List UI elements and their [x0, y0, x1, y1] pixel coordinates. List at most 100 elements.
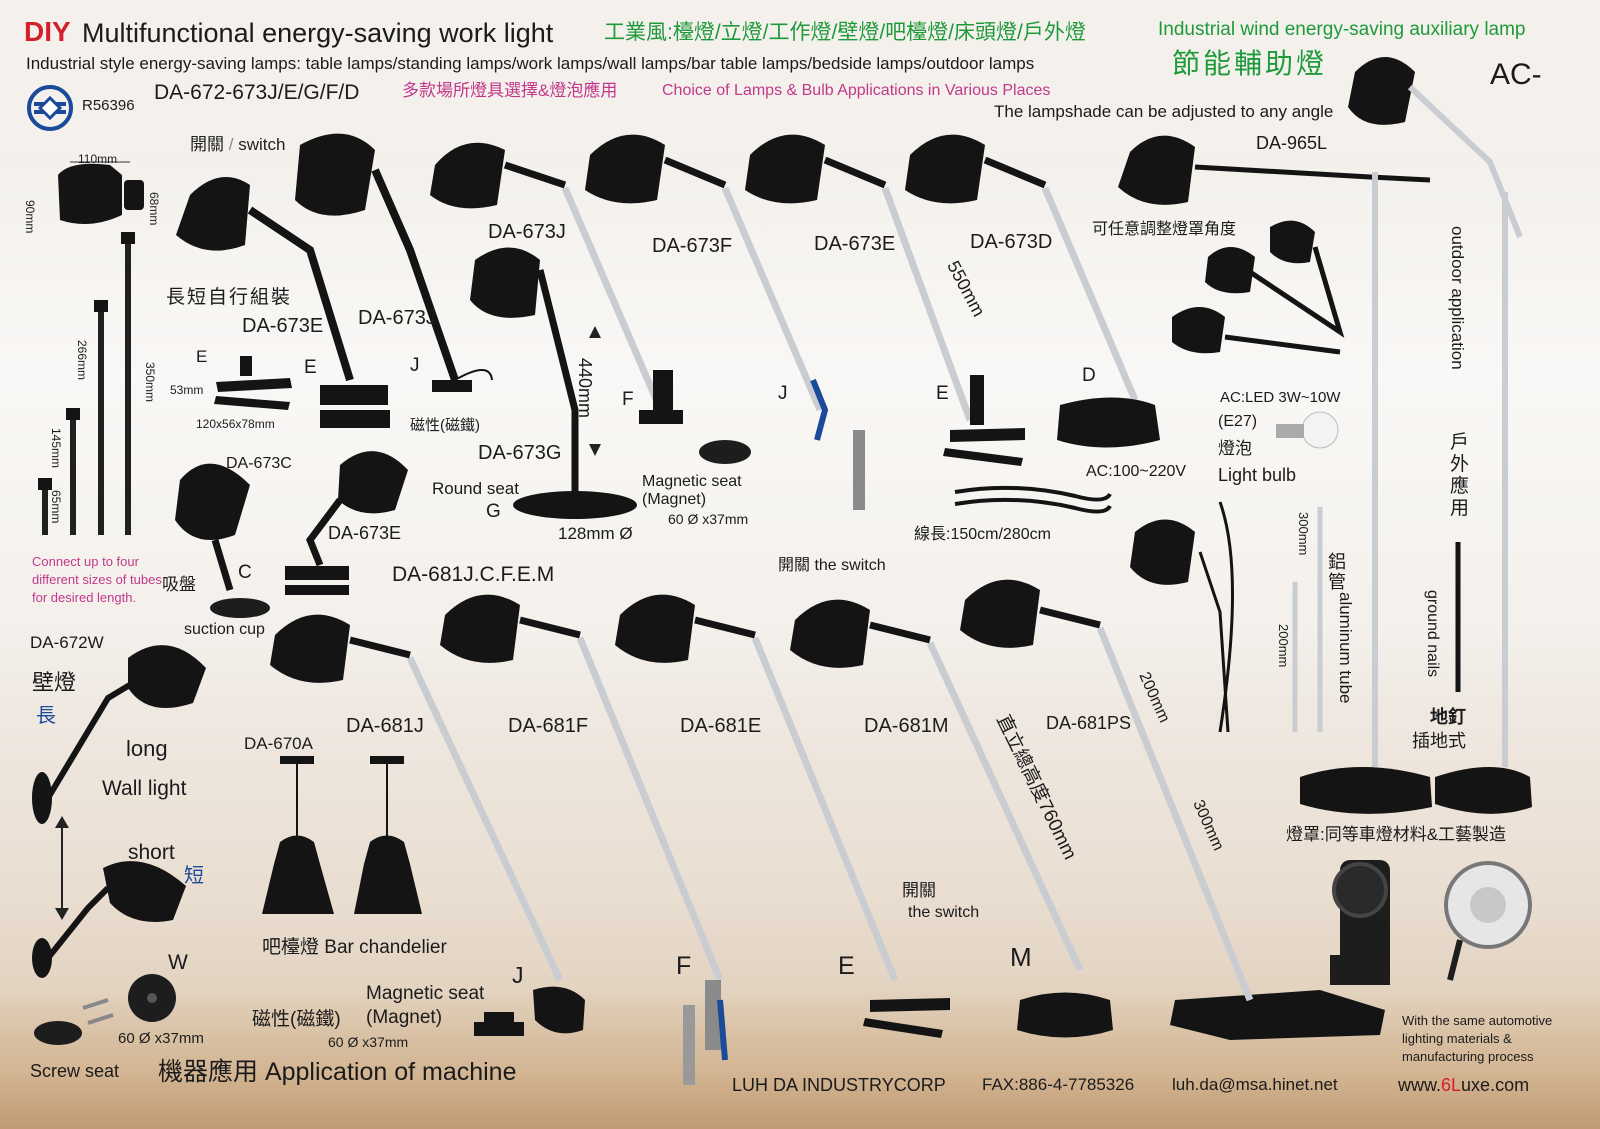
- switch-label-mid: 開關 the switch: [778, 557, 886, 574]
- dim-300-tube: 300mm: [1296, 512, 1311, 556]
- outdoor-en: outdoor application: [1448, 226, 1467, 370]
- da672-tube-set-icon: [38, 161, 144, 535]
- outdoor-cn: 戶外應用: [1450, 432, 1470, 519]
- da673e-label-c: DA-673E: [814, 233, 896, 255]
- series-code: AC-: [1490, 58, 1542, 91]
- dim-90: 90mm: [23, 200, 37, 234]
- da673e-da673j-desk-lamps: [176, 133, 493, 428]
- dim-68: 68mm: [147, 192, 161, 226]
- bar-chandelier-icon: [262, 756, 422, 914]
- wall-cn: 壁燈: [32, 670, 77, 695]
- da681e-label: DA-681E: [680, 715, 762, 737]
- page-title: Multifunctional energy-saving work light: [82, 18, 554, 48]
- f-letter-top: F: [622, 389, 634, 410]
- j-letter-bottom: J: [512, 962, 524, 988]
- e-letter-bottom: E: [838, 952, 855, 980]
- long-cn: 長: [36, 705, 56, 727]
- da681-pole-lamps: [270, 579, 1254, 1085]
- clamp-dim: 120x56x78mm: [196, 417, 275, 431]
- da673d-label: DA-673D: [970, 231, 1053, 253]
- magnetic-seat-bottom: Magnetic seat: [366, 983, 485, 1004]
- da673c-da673e-lamps: [175, 451, 408, 618]
- certification-mark-icon: [27, 85, 73, 131]
- alu-en: aluminum tube: [1336, 592, 1355, 704]
- email-address: luh.da@msa.hinet.net: [1172, 1075, 1338, 1094]
- screw-dim: 60 Ø x37mm: [118, 1030, 204, 1047]
- website: www.6Luxe.com: [1398, 1076, 1529, 1094]
- magnet-en-bottom: (Magnet): [366, 1007, 443, 1028]
- f-letter-bottom: F: [676, 952, 692, 980]
- switch-label-top: 開關 / switch: [190, 136, 285, 153]
- da670a-label: DA-670A: [244, 734, 313, 753]
- ground-nails-en: ground nails: [1424, 590, 1441, 678]
- choice-en: Choice of Lamps & Bulb Applications in V…: [662, 82, 1051, 99]
- switch-en-bottom: the switch: [908, 904, 980, 921]
- diy-label: DIY: [24, 16, 71, 47]
- suction-cn: 吸盤: [162, 575, 196, 594]
- magnetic-seat-top: Magnetic seat: [642, 473, 742, 490]
- cert-number: R56396: [82, 97, 135, 114]
- aux-title-en: Industrial wind energy-saving auxiliary …: [1158, 19, 1526, 40]
- da673-pole-lamps: [430, 134, 1160, 519]
- da672w-label: DA-672W: [30, 633, 104, 652]
- da673c-label: DA-673C: [226, 455, 292, 472]
- model-range: DA-672-673J/E/G/F/D: [154, 81, 360, 104]
- dim-145: 145mm: [49, 428, 63, 469]
- dim-266: 266mm: [75, 340, 89, 381]
- switch-en: switch: [238, 135, 286, 154]
- dim-65: 65mm: [49, 490, 63, 524]
- magnet-cn-top: 磁性(磁鐵): [410, 417, 480, 434]
- w-letter: W: [168, 951, 188, 974]
- j-letter-b: J: [778, 383, 788, 404]
- short-en: short: [128, 841, 175, 864]
- magnet-cn-bottom: 磁性(磁鐵): [252, 1009, 341, 1030]
- j-letter-a: J: [410, 355, 420, 376]
- da965l-floor-lamps: [1118, 57, 1532, 814]
- switch-cn-bottom: 開關: [902, 881, 936, 900]
- e-letter-b: E: [304, 357, 317, 378]
- wall-lamp-icons: [32, 645, 206, 1045]
- power-cord-icon: [954, 485, 1112, 514]
- screw-seat: Screw seat: [30, 1061, 120, 1081]
- magnet-dim-bottom: 60 Ø x37mm: [328, 1034, 409, 1050]
- da681m-label: DA-681M: [864, 715, 949, 737]
- dim-200-tube: 200mm: [1276, 624, 1291, 668]
- shade-note: 燈罩:同等車燈材料&工藝製造: [1286, 825, 1507, 844]
- da673f-label: DA-673F: [652, 235, 733, 257]
- switch-cn: 開關: [190, 135, 224, 154]
- website-pre: www.: [1398, 1075, 1442, 1095]
- suction-en: suction cup: [184, 621, 265, 638]
- ac-voltage: AC:100~220V: [1086, 463, 1187, 480]
- fax-number: FAX:886-4-7785326: [982, 1075, 1135, 1094]
- cord-length: 線長:150cm/280cm: [914, 526, 1051, 543]
- magnet-seat-icon: [474, 1012, 524, 1036]
- machine-lamps-icon: [1170, 860, 1532, 1040]
- da673g-label: DA-673G: [478, 442, 562, 464]
- da681f-label: DA-681F: [508, 715, 589, 737]
- bar-chandelier: 吧檯燈 Bar chandelier: [262, 937, 447, 958]
- website-post: uxe.com: [1461, 1075, 1530, 1095]
- da673j-label-a: DA-673J: [358, 307, 436, 329]
- da673e-label-a: DA-673E: [242, 315, 324, 337]
- switch-sep: /: [228, 135, 234, 154]
- machine-application: 機器應用 Application of machine: [158, 1058, 517, 1086]
- bulb-spec: AC:LED 3W~10W: [1220, 389, 1341, 406]
- magnet-en-top: (Magnet): [642, 491, 707, 508]
- da673j-label-b: DA-673J: [488, 221, 566, 243]
- magnet-dim-top: 60 Ø x37mm: [668, 511, 749, 527]
- clamp-e-icon: [214, 356, 292, 410]
- adjust-note-en: The lampshade can be adjusted to any ang…: [994, 102, 1334, 121]
- d-letter: D: [1082, 365, 1096, 386]
- alu-cn: 鋁管: [1328, 552, 1346, 592]
- dim-350: 350mm: [143, 362, 157, 403]
- bulb-en: Light bulb: [1218, 465, 1297, 485]
- title-cn: 工業風:檯燈/立燈/工作燈/壁燈/吧檯燈/床頭燈/戶外燈: [604, 21, 1086, 44]
- e-letter-a: E: [196, 347, 208, 366]
- arrow-440-icon: [589, 326, 601, 456]
- da681ps-label: DA-681PS: [1046, 713, 1132, 733]
- round-seat: Round seat: [432, 479, 519, 498]
- choice-cn: 多款場所燈具選擇&燈泡應用: [402, 81, 618, 100]
- da681j-label: DA-681J: [346, 715, 424, 737]
- m-letter-bottom: M: [1010, 942, 1032, 972]
- g-letter: G: [486, 501, 501, 522]
